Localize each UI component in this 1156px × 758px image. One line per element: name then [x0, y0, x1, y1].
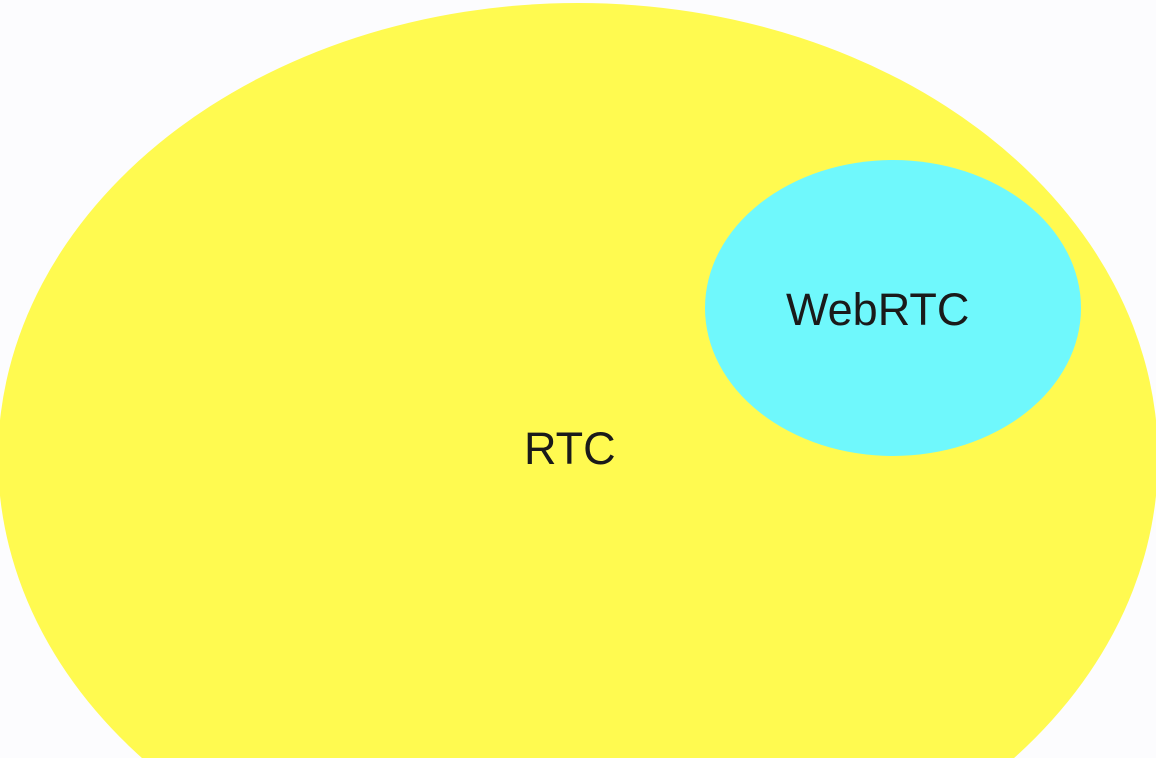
rtc-label: RTC: [524, 423, 616, 474]
webrtc-set-ellipse: [705, 160, 1081, 456]
webrtc-label: WebRTC: [786, 284, 970, 335]
